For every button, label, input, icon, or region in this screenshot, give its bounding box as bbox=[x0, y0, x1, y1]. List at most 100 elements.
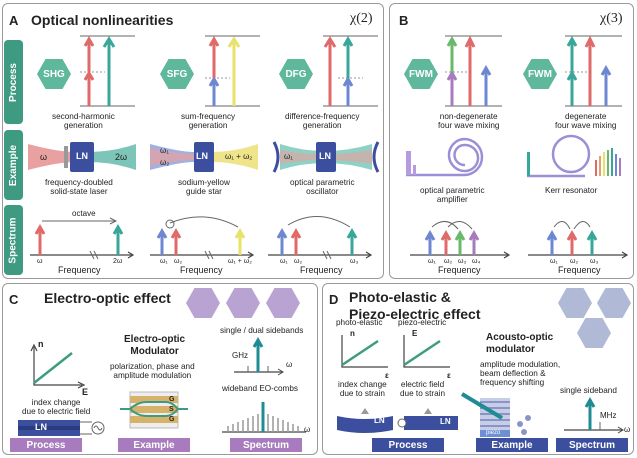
sfg-out-label: ω₁ + ω₂ bbox=[225, 152, 253, 161]
dfg-tick-w3: ω₃ bbox=[350, 258, 359, 265]
panel-c-letter: C bbox=[9, 292, 19, 307]
eo-comb-spectrum bbox=[222, 402, 306, 433]
dfwm-tick-w2: ω₂ bbox=[570, 258, 579, 265]
row-label-example: Example bbox=[4, 130, 23, 200]
footer-spectrum-c: Spectrum bbox=[230, 438, 302, 452]
ao-modulator-caption: amplitude modulation, beam deflection & … bbox=[480, 360, 561, 388]
dfg-tick-w2: ω₂ bbox=[294, 258, 303, 265]
ao-sideband-spectrum bbox=[564, 396, 624, 434]
piezo-crystal-label: LN bbox=[440, 417, 451, 426]
strained-waveguide-piezo bbox=[397, 408, 458, 430]
energy-diagram-fwm-nondegenerate bbox=[445, 35, 502, 107]
panel-c bbox=[2, 283, 318, 455]
bracket-icon bbox=[577, 318, 611, 348]
strained-waveguide-photo bbox=[337, 408, 393, 433]
photo-elastic-graph bbox=[341, 335, 388, 368]
energy-diagram-sfg bbox=[205, 35, 260, 107]
fwm-axis-label: Frequency bbox=[438, 265, 481, 275]
spectrum-shg bbox=[30, 217, 135, 260]
sfg-axis-label: Frequency bbox=[180, 265, 223, 275]
dfwm-axis-label: Frequency bbox=[558, 265, 601, 275]
energy-diagram-fwm-degenerate bbox=[565, 35, 622, 107]
sfg-tick-w1: ω₁ bbox=[160, 258, 168, 265]
panel-c-title: Electro-optic effect bbox=[44, 290, 171, 306]
piezo-electric-y: E bbox=[412, 329, 418, 338]
photo-elastic-label: photo-elastic bbox=[336, 318, 383, 327]
hex-fwm-degenerate: FWM bbox=[523, 59, 557, 89]
dfwm-tick-w1: ω₁ bbox=[550, 258, 558, 265]
piezo-electric-graph bbox=[403, 335, 450, 368]
row-label-spectrum: Spectrum bbox=[4, 205, 23, 275]
sfg-tick-sum: ω₁ + ω₂ bbox=[228, 258, 252, 265]
panel-d-letter: D bbox=[329, 292, 339, 307]
panel-a-letter: A bbox=[9, 13, 19, 28]
fwm-tick-w3: ω₃ bbox=[458, 258, 467, 265]
ao-mhz-label: MHz bbox=[600, 411, 617, 420]
eo-crystal-label: LN bbox=[35, 422, 47, 432]
shg-crystal-label: LN bbox=[76, 151, 88, 161]
caption-example-sfg: sodium-yellow guide star bbox=[178, 178, 230, 197]
ao-spectrum-top: single sideband bbox=[560, 386, 617, 395]
sfg-tick-w2: ω₂ bbox=[174, 258, 183, 265]
fwm-tick-w4: ω₄ bbox=[472, 258, 481, 265]
panel-a-chi: χ(2) bbox=[350, 11, 373, 26]
spectrum-dfg bbox=[268, 216, 373, 260]
caption-opa: optical parametric amplifier bbox=[420, 186, 485, 205]
eo-sideband-spectrum bbox=[234, 336, 284, 376]
eo-modulator-chip bbox=[120, 391, 188, 429]
caption-fwm-degenerate: degenerate four wave mixing bbox=[555, 112, 617, 131]
piezo-electric-x: ε bbox=[447, 371, 451, 380]
caption-dfg: difference-frequency generation bbox=[285, 112, 360, 131]
sfg-in1-label: ω₁ bbox=[160, 146, 169, 155]
eo-omega2-label: ω bbox=[304, 425, 311, 434]
panel-a bbox=[2, 3, 384, 279]
dfg-axis-label: Frequency bbox=[300, 265, 343, 275]
eo-graph-caption: index change due to electric field bbox=[22, 398, 91, 417]
eo-waveguide bbox=[18, 420, 105, 436]
piezo-block-icon bbox=[597, 288, 631, 318]
sfg-crystal-label: LN bbox=[196, 151, 208, 161]
opo-crystal-label: LN bbox=[319, 151, 331, 161]
eo-spectrum-top: single / dual sidebands bbox=[220, 326, 304, 335]
example-shg-laser bbox=[28, 142, 136, 172]
row-label-process: Process bbox=[4, 40, 23, 124]
photo-crystal-label: LN bbox=[374, 416, 385, 425]
eo-graph-y: n bbox=[38, 339, 44, 349]
spectrum-fwm-nondegenerate bbox=[410, 221, 511, 259]
panel-b bbox=[389, 3, 634, 279]
eo-ghz-label: GHz bbox=[232, 351, 248, 360]
photo-elastic-y: n bbox=[350, 329, 355, 338]
shg-axis-label: Frequency bbox=[58, 265, 101, 275]
caption-example-shg: frequency-doubled solid-state laser bbox=[45, 178, 113, 197]
piezo-electric-label: piezo-electric bbox=[398, 318, 447, 327]
caption-sfg: sum-frequency generation bbox=[181, 112, 236, 131]
ao-omega-label: ω bbox=[624, 425, 631, 434]
piezo-electric-caption: electric field due to strain bbox=[400, 380, 446, 399]
shg-tick-w: ω bbox=[37, 258, 43, 265]
footer-example-c: Example bbox=[118, 438, 190, 452]
eo-modulator-title: Electro-optic Modulator bbox=[124, 334, 186, 357]
panel-d bbox=[322, 283, 634, 455]
eo-graph-x: E bbox=[82, 387, 89, 397]
ao-piezo-label: piezo bbox=[486, 430, 501, 436]
octave-label: octave bbox=[72, 209, 96, 218]
footer-spectrum-d: Spectrum bbox=[556, 438, 628, 452]
shg-out-label: 2ω bbox=[115, 152, 128, 162]
example-kerr-ring bbox=[527, 134, 621, 178]
electrode-g2: G bbox=[169, 416, 175, 423]
example-sfg-star bbox=[150, 142, 258, 172]
photo-elastic-caption: index change due to strain bbox=[338, 380, 387, 399]
comb-electrode-icon bbox=[226, 288, 260, 318]
example-spiral-waveguide bbox=[406, 137, 484, 177]
ao-modulator-title: Acousto-optic modulator bbox=[486, 332, 554, 355]
caption-shg: second-harmonic generation bbox=[52, 112, 115, 131]
caption-kerr: Kerr resonator bbox=[545, 186, 598, 195]
eo-modulator-caption: polarization, phase and amplitude modula… bbox=[110, 362, 195, 381]
energy-diagram-shg bbox=[80, 35, 135, 107]
dfwm-tick-w3: ω₃ bbox=[590, 258, 599, 265]
panel-a-title: Optical nonlinearities bbox=[31, 12, 174, 28]
kerr-comb-lines bbox=[595, 148, 621, 176]
caption-fwm-nondegenerate: non-degenerate four wave mixing bbox=[438, 112, 500, 131]
electrode-g1: G bbox=[169, 396, 175, 403]
hex-sfg: SFG bbox=[160, 59, 194, 89]
